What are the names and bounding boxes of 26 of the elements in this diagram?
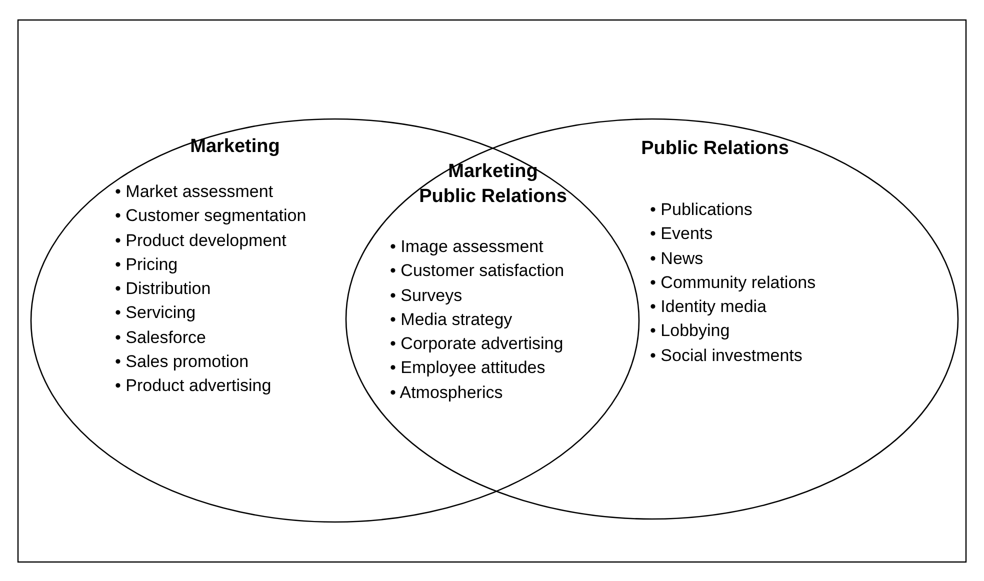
bullet-item: • Identity media [650, 296, 767, 318]
bullet-item: • Corporate advertising [390, 333, 564, 356]
bullet-item: • Servicing [115, 302, 196, 324]
bullet-item: • Community relations [650, 272, 816, 294]
bullet-item: • News [650, 248, 704, 270]
set-heading: Marketing Public Relations [418, 160, 568, 209]
bullet-item: • Atmospherics [390, 382, 503, 404]
bullet-item: • Distribution [115, 278, 211, 300]
bullet-item: • Lobbying [650, 320, 730, 342]
bullet-item: • Employee attitudes [390, 357, 546, 380]
bullet-item: • Events [650, 223, 713, 246]
set-heading: Public Relations [640, 137, 790, 161]
bullet-item: • Customer segmentation [115, 205, 306, 228]
bullet-item: • Media strategy [390, 308, 512, 331]
bullet-item: • Sales promotion [115, 351, 249, 374]
bullet-item: • Product advertising [115, 375, 272, 398]
set-heading: Marketing [189, 135, 281, 159]
bullet-item: • Image assessment [390, 236, 544, 258]
bullet-item: • Surveys [390, 284, 462, 307]
bullet-item: • Customer satisfaction [390, 260, 564, 282]
bullet-item: • Market assessment [115, 181, 274, 203]
bullet-item: • Pricing [115, 254, 178, 276]
bullet-item: • Publications [650, 199, 752, 221]
bullet-item: • Product development [115, 230, 286, 252]
bullet-item: • Salesforce [115, 326, 206, 349]
bullet-item: • Social investments [650, 344, 802, 367]
